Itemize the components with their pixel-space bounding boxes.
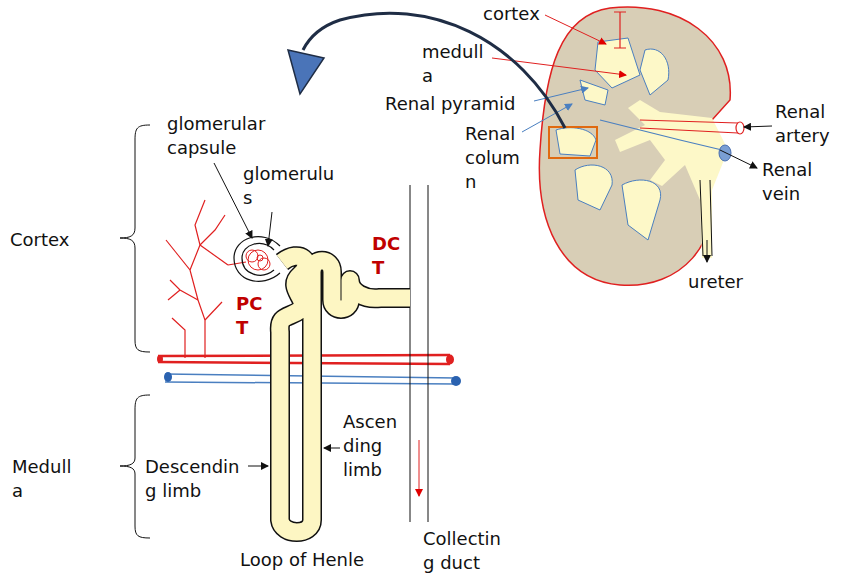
bracket	[120, 125, 150, 352]
part-label: ureter	[688, 270, 743, 294]
blood-vessel	[172, 318, 185, 358]
part-label: Collecting duct	[423, 527, 507, 575]
blood-vessel	[200, 215, 225, 245]
renal-pelvis	[615, 100, 728, 258]
renal-vessels	[736, 122, 744, 134]
vein-bar	[164, 372, 172, 382]
glomerulus-shape	[246, 250, 270, 270]
renal-vessels	[640, 120, 738, 133]
blood-vessel	[205, 302, 222, 320]
part-label: DCT	[372, 232, 404, 280]
glomerulus-shape	[248, 250, 268, 270]
part-label: Renal column	[465, 122, 525, 194]
leader-line	[720, 150, 757, 168]
leader-line	[248, 466, 268, 467]
part-label: Medulla	[12, 455, 76, 503]
vein-bar	[451, 376, 461, 386]
blood-vessel	[200, 245, 228, 265]
collecting-duct	[410, 185, 428, 522]
part-label: medulla	[422, 40, 488, 88]
ureter-shape	[700, 180, 712, 262]
renal-pelvis	[615, 100, 728, 258]
glomerulus-shape	[257, 255, 263, 261]
leader-line	[492, 15, 772, 168]
blood-vessel	[166, 240, 178, 255]
leader-line	[268, 212, 272, 246]
orange-box	[549, 127, 597, 158]
ureter-shape	[707, 240, 708, 262]
renal-vessels	[600, 120, 722, 150]
part-label: cortex	[483, 2, 540, 26]
artery-bar	[157, 355, 163, 363]
cortex-marker	[614, 12, 626, 48]
blood-vessel	[166, 200, 246, 358]
nephron-tubule	[280, 256, 410, 532]
collecting-duct	[410, 185, 428, 522]
leader-line	[744, 126, 772, 127]
renal-pyramid-shape	[556, 128, 596, 156]
leader-line	[324, 448, 340, 449]
blood-vessel	[168, 290, 180, 300]
part-label: Cortex	[10, 228, 69, 252]
renal-pyramid-shape	[580, 80, 608, 105]
kidney-outline	[539, 7, 730, 285]
glomerulus-shape	[246, 250, 258, 262]
cortex-marker	[614, 12, 626, 48]
artery-bar	[446, 355, 454, 365]
leader-line	[214, 163, 340, 466]
nephron-tubule	[280, 256, 410, 532]
glomerulus-shape	[258, 258, 270, 270]
glomerular-capsule-shape	[234, 237, 280, 282]
nephron-tubule	[280, 256, 410, 532]
orange-box	[549, 127, 597, 158]
renal-pyramid-shape	[622, 180, 661, 240]
part-label: glomerular capsule	[167, 112, 285, 160]
renal-vessels	[719, 145, 731, 161]
kidney-outline	[539, 7, 730, 285]
renal-vessels	[600, 120, 744, 161]
zoom-arrow	[288, 13, 565, 128]
zoom-arrow	[303, 13, 565, 128]
part-label: Renal artery	[775, 100, 847, 148]
renal-pyramid-shape	[575, 165, 612, 210]
part-label: PCT	[236, 292, 266, 340]
blood-vessel	[178, 255, 205, 358]
part-label: Ascending limb	[343, 410, 401, 482]
part-label: Descending limb	[145, 455, 245, 503]
blood-vessel	[190, 200, 205, 270]
leader-line	[545, 15, 606, 44]
part-label: Renal pyramid	[385, 92, 515, 116]
part-label: Renal vein	[762, 158, 824, 206]
ureter-shape	[700, 180, 712, 256]
glomerular-capsule-shape	[234, 237, 280, 282]
blood-vessel	[170, 280, 198, 300]
collecting-duct	[419, 440, 420, 496]
renal-pyramid-shape	[640, 49, 669, 95]
part-label: glomerulus	[243, 162, 338, 210]
glomerular-capsule-shape	[242, 244, 274, 276]
part-label: Loop of Henle	[240, 548, 364, 572]
zoom-arrow	[288, 50, 324, 94]
renal-pyramid-shape	[595, 38, 640, 88]
